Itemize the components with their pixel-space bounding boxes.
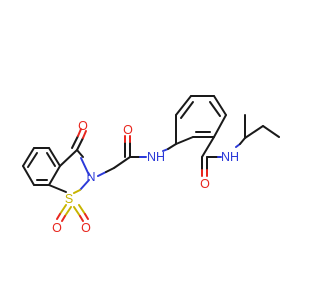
atom-s-sulfonyl: S: [65, 192, 73, 206]
structure-svg: O N S O O O NH O NH: [22, 95, 280, 235]
molecule-diagram: O N S O O O NH O NH: [22, 95, 280, 235]
central-ring: [175, 95, 227, 145]
ketone-group: [71, 128, 87, 151]
atom-o-ketone: O: [78, 119, 88, 133]
atom-nh-acetamide: NH: [147, 150, 165, 164]
benzamide-group: [201, 136, 246, 177]
acetamide-linker: [97, 135, 177, 177]
atom-n-ring: N: [86, 170, 95, 184]
sulfonyl-group: [56, 204, 89, 222]
atom-o-sulfonyl-left: O: [52, 221, 62, 235]
benzo-ring: [22, 147, 61, 186]
atom-nh-benzamide: NH: [221, 150, 239, 164]
sec-butyl-group: [244, 114, 280, 139]
isothiazole-ring: [48, 149, 90, 194]
atom-o-acetamide: O: [123, 123, 133, 137]
atom-o-benzamide: O: [200, 177, 210, 191]
atom-o-sulfonyl-right: O: [81, 221, 91, 235]
